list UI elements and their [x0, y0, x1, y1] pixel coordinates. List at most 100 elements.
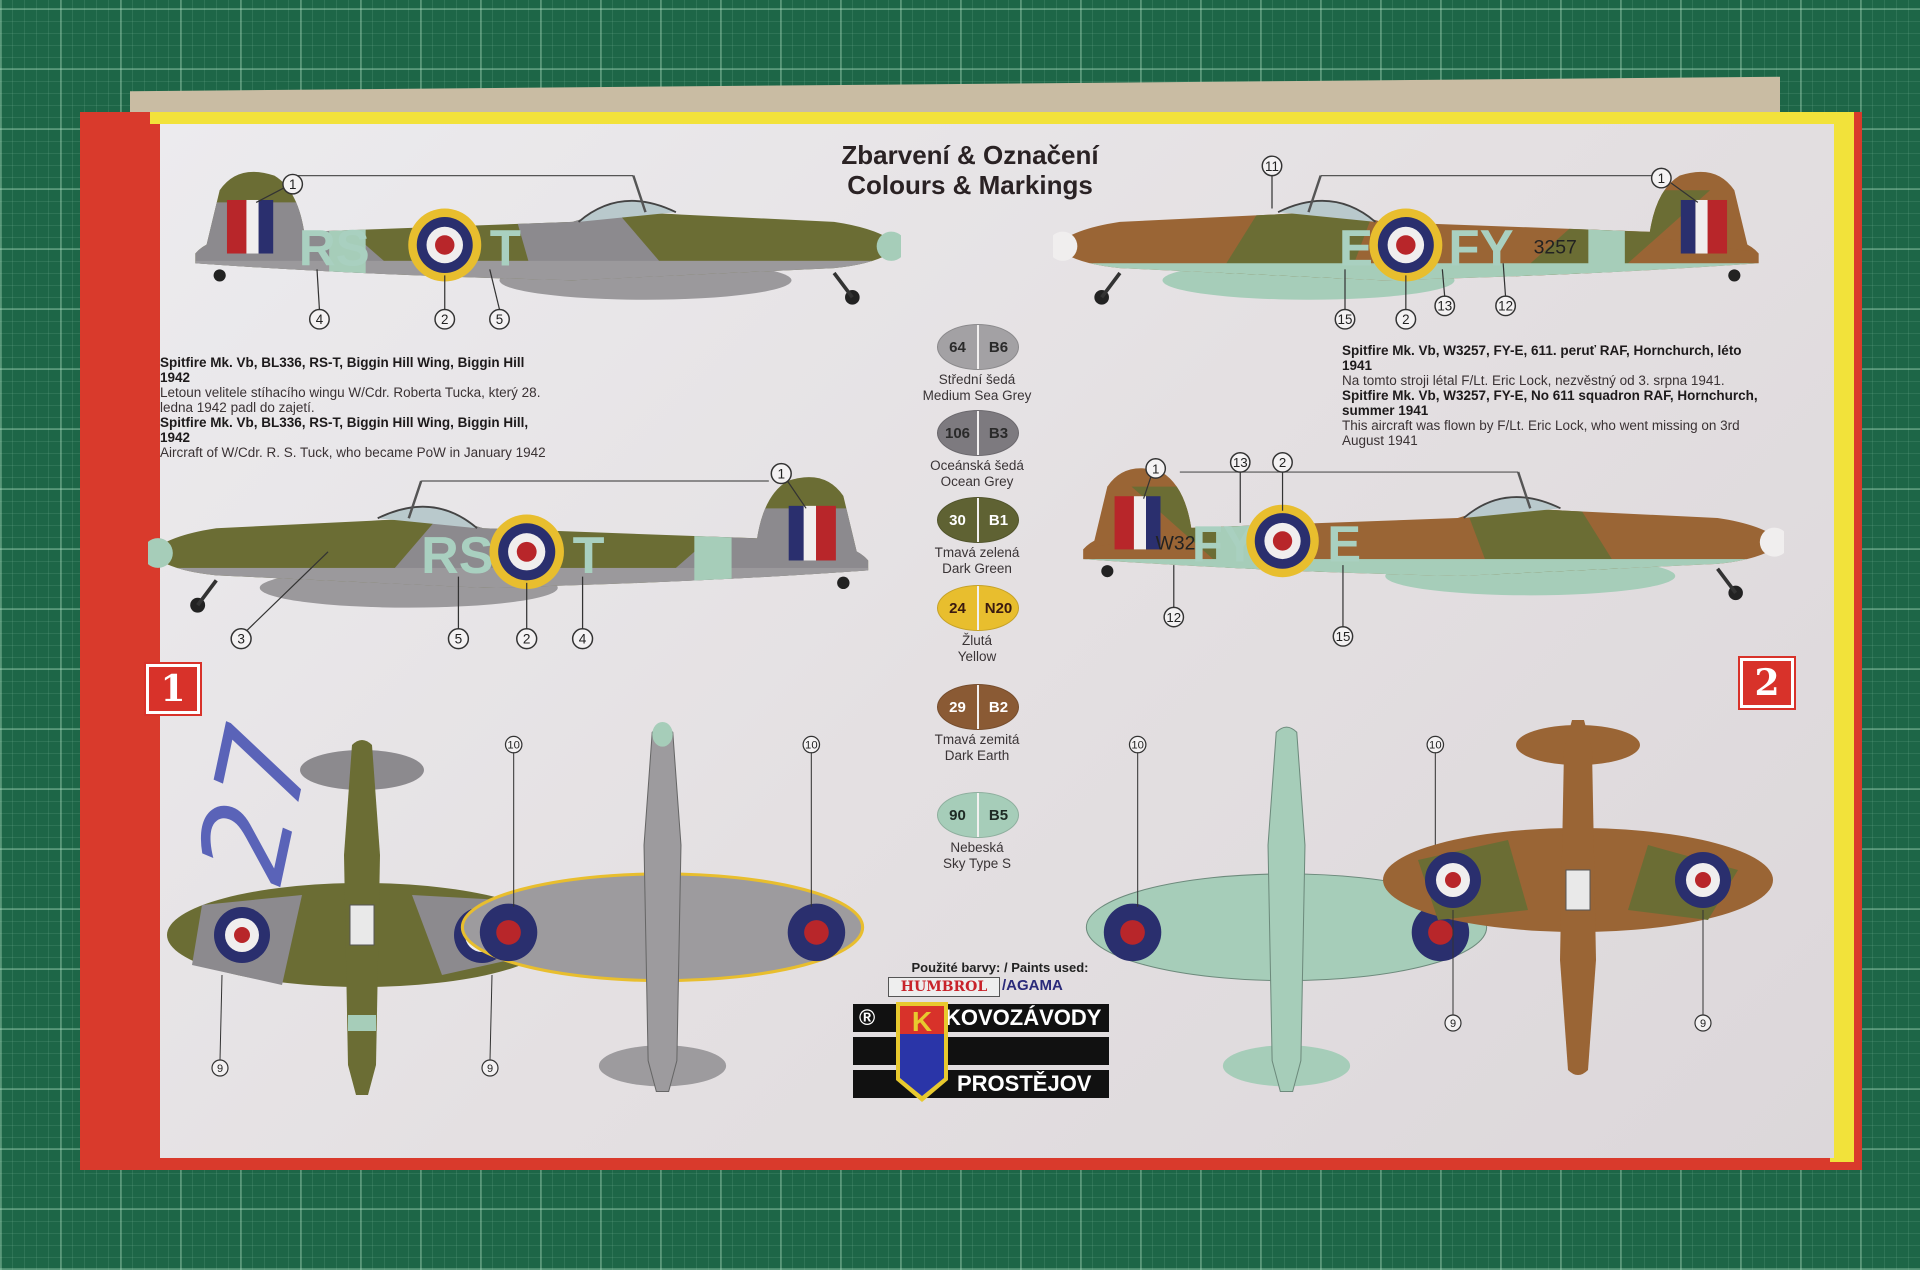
box-yellow-edge-right: [1830, 112, 1854, 1162]
code-letters-left: RS: [421, 527, 493, 585]
caption-en-text: This aircraft was flown by F/Lt. Eric Lo…: [1342, 418, 1740, 448]
scheme2-profile-right-side: W32 FY E 13 2 1 12 15: [1059, 452, 1784, 647]
svg-text:1: 1: [289, 177, 296, 192]
callout-11: 11: [1261, 155, 1283, 209]
k-shield-emblem: K: [896, 1002, 948, 1102]
svg-text:2: 2: [1279, 455, 1286, 470]
scheme2-profile-left-side: E FY 3257 11 1 15 2 13 12: [1053, 155, 1783, 330]
svg-text:10: 10: [1429, 740, 1442, 752]
callout-1: 1: [770, 462, 807, 509]
fuselage-roundel: [408, 208, 482, 282]
kovozavody-logo: ®KOVOZÁVODY PROSTĚJOV K: [853, 1002, 1109, 1102]
svg-text:5: 5: [496, 312, 503, 327]
svg-text:5: 5: [455, 632, 463, 647]
callout-1: 1: [1650, 167, 1699, 203]
svg-text:K: K: [912, 1006, 932, 1037]
fuselage-roundel: [489, 514, 564, 590]
humbrol-code: 29: [938, 685, 979, 729]
caption-cz-text: Na tomto stroji létal F/Lt. Eric Lock, n…: [1342, 373, 1725, 388]
callout-9: 9: [481, 974, 499, 1077]
wing-roundel: [214, 907, 270, 963]
callout-4: 4: [571, 576, 594, 650]
humbrol-code: 30: [938, 498, 979, 542]
scheme1-profile-right-side: RS T 1 4 2 5: [171, 150, 901, 330]
wing-roundel: [1425, 852, 1481, 908]
serial-number: W32: [1156, 533, 1196, 554]
humbrol-code: 64: [938, 325, 979, 369]
caption-en-title: Spitfire Mk. Vb, W3257, FY-E, No 611 squ…: [1342, 388, 1758, 418]
callout-1: 1: [1143, 458, 1167, 499]
fuselage-roundel: [1369, 208, 1443, 282]
scheme1-number-badge: 1: [144, 662, 202, 716]
paint-name-cz: Oceánská šedá: [930, 458, 1024, 473]
svg-text:11: 11: [1265, 159, 1279, 174]
scheme1-plan-underside-view: 10 10: [460, 722, 865, 1092]
scheme2-plan-top-view: 9 9: [1383, 720, 1773, 1075]
svg-text:9: 9: [1700, 1018, 1706, 1030]
paint-chip-medium-sea-grey: 64 B6: [937, 324, 1019, 370]
callout-9: 9: [1444, 910, 1462, 1032]
svg-text:12: 12: [1498, 299, 1513, 314]
agama-code: B3: [988, 424, 1009, 442]
callout-13: 13: [1434, 269, 1456, 317]
paint-name-en: Yellow: [957, 649, 997, 664]
callout-2: 2: [1395, 275, 1417, 330]
code-letter-right: E: [1327, 515, 1361, 572]
svg-text:10: 10: [805, 740, 818, 752]
svg-text:2: 2: [1402, 312, 1409, 327]
callout-5: 5: [447, 576, 470, 650]
fuselage-roundel: [1246, 504, 1319, 578]
box-yellow-edge-top: [150, 112, 1854, 124]
agama-code: B2: [988, 698, 1009, 716]
svg-text:12: 12: [1166, 610, 1181, 625]
paint-name-en: Ocean Grey: [940, 474, 1014, 489]
wing-roundel: [1103, 903, 1162, 962]
caption-cz-text: Letoun velitele stíhacího wingu W/Cdr. R…: [160, 385, 541, 415]
scheme1-plan-top-view: 9 9: [167, 740, 557, 1095]
title-english: Colours & Markings: [847, 170, 1093, 200]
caption-en-text: Aircraft of W/Cdr. R. S. Tuck, who becam…: [160, 445, 546, 460]
svg-text:15: 15: [1336, 629, 1351, 644]
page-title: Zbarvení & Označení Colours & Markings: [760, 140, 1180, 200]
svg-text:1: 1: [1152, 461, 1159, 476]
humbrol-code: 106: [938, 411, 979, 455]
code-letters-left: RS: [299, 220, 370, 277]
agama-code: N20: [984, 599, 1013, 617]
svg-text:15: 15: [1338, 312, 1353, 327]
callout-10: 10: [802, 735, 821, 907]
spitfire-profile: [171, 172, 901, 305]
humbrol-code: 90: [938, 793, 979, 837]
title-czech: Zbarvení & Označení: [841, 140, 1099, 170]
callout-10: 10: [1128, 735, 1147, 907]
callout-3: 3: [230, 551, 329, 650]
paint-name-cz: Žlutá: [961, 633, 992, 648]
serial-number: 3257: [1534, 237, 1577, 259]
svg-text:13: 13: [1437, 299, 1452, 314]
callout-15: 15: [1332, 565, 1354, 647]
paints-used-label: Použité barvy: / Paints used:: [911, 960, 1089, 975]
wing-roundel: [787, 903, 846, 962]
callout-9: 9: [1694, 910, 1712, 1032]
svg-text:2: 2: [523, 632, 531, 647]
callout-5: 5: [489, 269, 510, 330]
svg-text:9: 9: [487, 1063, 493, 1075]
wing-roundel: [1675, 852, 1731, 908]
code-letter-right: E: [1339, 220, 1373, 277]
paint-chip-dark-earth: 29 B2: [937, 684, 1019, 730]
agama-logo: /AGAMA: [1002, 977, 1063, 994]
code-letter-right: T: [490, 220, 521, 277]
paint-name-cz: Tmavá zemitá: [934, 732, 1020, 747]
scheme1-profile-left-side: RS T 1 3 5 2 4: [148, 462, 893, 650]
logo-line2: PROSTĚJOV: [957, 1071, 1092, 1096]
callout-10: 10: [504, 735, 523, 907]
callout-2: 2: [1272, 452, 1293, 511]
humbrol-logo: HUMBROL: [888, 977, 1000, 997]
agama-code: B6: [988, 338, 1009, 356]
